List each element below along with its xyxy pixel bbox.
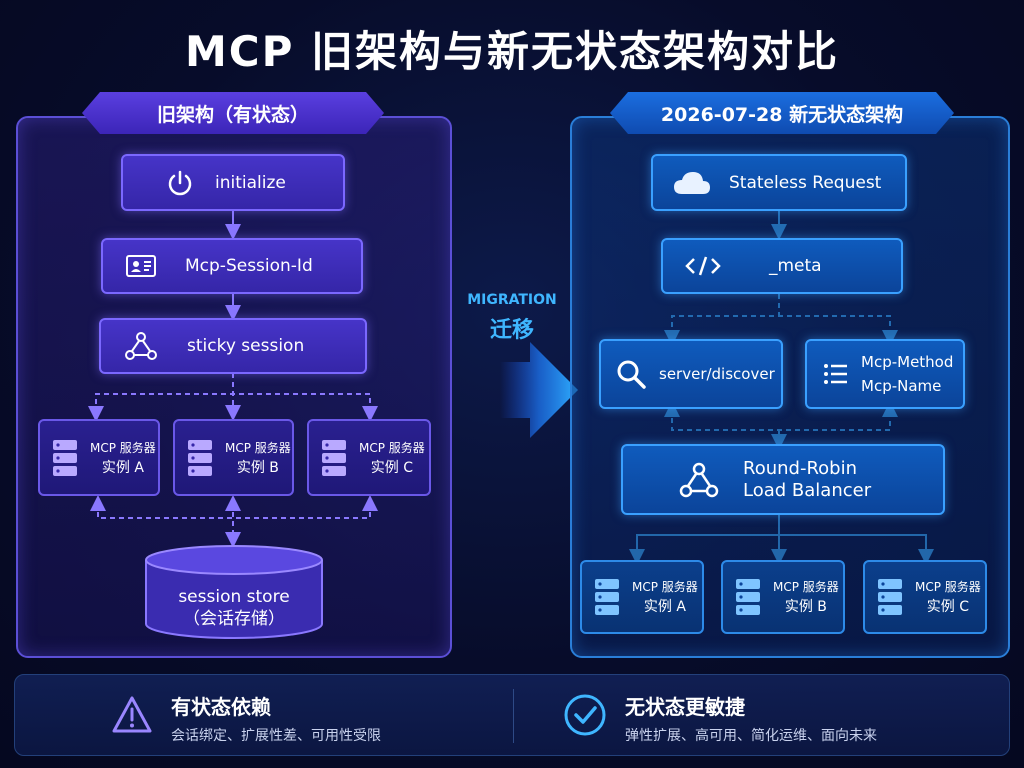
instance-label: 实例 C bbox=[926, 599, 970, 615]
method-name-step: Mcp-Method Mcp-Name bbox=[805, 339, 965, 409]
migration-arrow bbox=[432, 342, 578, 438]
new-architecture-tag: 2026-07-28 新无状态架构 bbox=[610, 92, 954, 134]
sticky-session-label: sticky session bbox=[187, 336, 305, 356]
page-title: MCP 旧架构与新无状态架构对比 bbox=[184, 27, 840, 76]
sticky-session-step: sticky session bbox=[99, 318, 367, 374]
old-server-b: MCP 服务器实例 B bbox=[173, 419, 294, 496]
cloud-icon bbox=[671, 170, 713, 196]
network-icon bbox=[677, 462, 721, 498]
session-store-subtitle: （会话存储） bbox=[183, 609, 285, 629]
stateless-subtitle: 弹性扩展、高可用、简化运维、面向未来 bbox=[625, 728, 877, 744]
meta-step: _meta bbox=[661, 238, 903, 294]
stateful-title: 有状态依赖 bbox=[171, 695, 271, 719]
server-label: MCP 服务器 bbox=[90, 440, 156, 455]
server-icon bbox=[187, 438, 213, 478]
new-server-b: MCP 服务器实例 B bbox=[721, 560, 845, 634]
mcp-method-label: Mcp-Method bbox=[861, 353, 954, 371]
search-icon bbox=[613, 358, 649, 390]
instance-label: 实例 B bbox=[784, 599, 827, 615]
server-icon bbox=[594, 577, 620, 617]
check-circle-icon bbox=[563, 693, 607, 737]
migration-label-en: MIGRATION bbox=[467, 292, 557, 308]
stateless-request-label: Stateless Request bbox=[729, 172, 882, 193]
server-label: MCP 服务器 bbox=[632, 580, 698, 594]
server-icon bbox=[321, 438, 347, 478]
instance-label: 实例 C bbox=[370, 459, 414, 476]
stateless-request-step: Stateless Request bbox=[651, 154, 907, 211]
initialize-step: initialize bbox=[121, 154, 345, 211]
instance-label: 实例 A bbox=[643, 599, 686, 615]
stateful-subtitle: 会话绑定、扩展性差、可用性受限 bbox=[171, 728, 381, 744]
session-store-label: session store （会话存储） bbox=[146, 586, 322, 630]
power-icon bbox=[163, 168, 197, 198]
server-label: MCP 服务器 bbox=[773, 580, 839, 594]
server-icon bbox=[877, 577, 903, 617]
server-label: MCP 服务器 bbox=[359, 440, 425, 455]
code-icon bbox=[683, 255, 723, 277]
new-server-c: MCP 服务器实例 C bbox=[863, 560, 987, 634]
old-server-c: MCP 服务器实例 C bbox=[307, 419, 431, 496]
old-server-a: MCP 服务器实例 A bbox=[38, 419, 160, 496]
summary-footer: 有状态依赖 会话绑定、扩展性差、可用性受限 无状态更敏捷 弹性扩展、高可用、简化… bbox=[14, 674, 1010, 756]
server-icon bbox=[735, 577, 761, 617]
server-discover-step: server/discover bbox=[599, 339, 783, 409]
server-icon bbox=[52, 438, 78, 478]
server-discover-label: server/discover bbox=[659, 365, 775, 383]
lb-line2: Load Balancer bbox=[743, 479, 872, 501]
load-balancer-step: Round-Robin Load Balancer bbox=[621, 444, 945, 515]
list-icon bbox=[821, 362, 851, 386]
meta-label: _meta bbox=[769, 256, 822, 276]
initialize-label: initialize bbox=[215, 172, 286, 193]
server-label: MCP 服务器 bbox=[225, 440, 291, 455]
network-icon bbox=[121, 331, 161, 361]
warning-icon bbox=[111, 695, 153, 735]
server-label: MCP 服务器 bbox=[915, 580, 981, 594]
old-architecture-tag: 旧架构（有状态） bbox=[82, 92, 384, 134]
lb-line1: Round-Robin bbox=[743, 457, 857, 479]
session-id-step: Mcp-Session-Id bbox=[101, 238, 363, 294]
id-card-icon bbox=[123, 253, 159, 279]
new-server-a: MCP 服务器实例 A bbox=[580, 560, 704, 634]
session-store-cylinder bbox=[145, 545, 323, 639]
mcp-name-label: Mcp-Name bbox=[861, 377, 942, 395]
instance-label: 实例 B bbox=[236, 459, 279, 476]
session-store-title: session store bbox=[178, 587, 290, 607]
instance-label: 实例 A bbox=[101, 459, 144, 476]
footer-divider bbox=[513, 689, 514, 743]
stateless-title: 无状态更敏捷 bbox=[625, 695, 745, 719]
migration-label-cn: 迁移 bbox=[489, 318, 534, 343]
session-id-label: Mcp-Session-Id bbox=[185, 256, 313, 276]
